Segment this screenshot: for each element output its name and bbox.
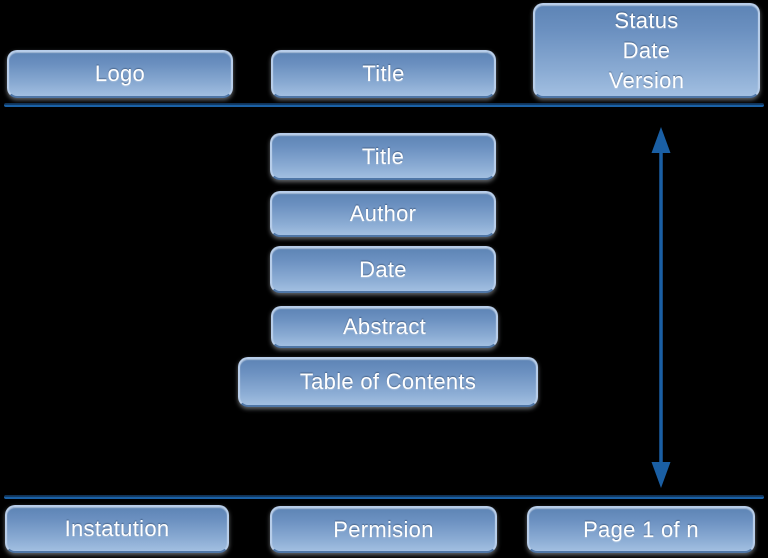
date-box: Date <box>270 246 496 293</box>
status-line: Status <box>614 7 679 33</box>
header-title-box: Title <box>271 50 496 98</box>
status-date-version-box: Status Date Version <box>533 3 760 98</box>
body-title-box: Title <box>270 133 496 180</box>
logo-box: Logo <box>7 50 233 98</box>
institution-box: Instatution <box>5 505 229 553</box>
date-line: Date <box>622 37 671 63</box>
vertical-double-arrow-icon <box>645 125 677 490</box>
version-line: Version <box>608 67 685 93</box>
author-box: Author <box>270 191 496 237</box>
permission-box: Permision <box>270 506 497 553</box>
table-of-contents-box: Table of Contents <box>238 357 538 407</box>
page-number-box: Page 1 of n <box>527 506 755 553</box>
abstract-box: Abstract <box>271 306 498 348</box>
footer-separator-line <box>4 495 764 499</box>
header-separator-line <box>4 103 764 107</box>
